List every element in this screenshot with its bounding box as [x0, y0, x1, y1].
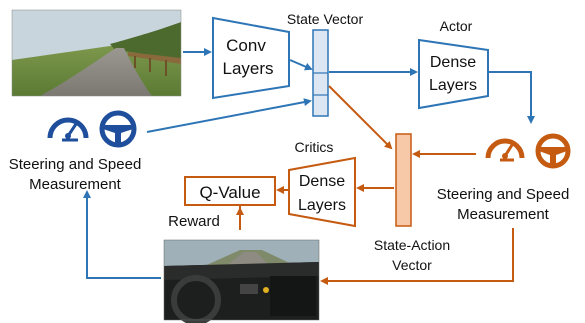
road-photo [11, 9, 182, 97]
state-action-label-line2: Vector [392, 257, 432, 273]
state-action-label-line1: State-Action [374, 237, 450, 253]
state-action-vector-bar [395, 133, 412, 227]
reward-label: Reward [168, 213, 220, 230]
speedometer-icon [47, 117, 89, 142]
speedometer-icon-right [485, 138, 525, 162]
critics-label-line1: Dense [299, 173, 345, 190]
critics-dense-block: Dense Layers [288, 156, 356, 228]
steering-wheel-icon [99, 110, 137, 148]
state-vector-label: State Vector [287, 11, 364, 27]
actor-label-line1: Dense [430, 54, 476, 71]
q-value-label: Q-Value [199, 183, 260, 202]
conv-label-line1: Conv [226, 36, 266, 55]
left-measurement-line2: Measurement [29, 176, 122, 193]
conv-layers-block: Conv Layers [212, 16, 290, 100]
right-measurement-line1: Steering and Speed [437, 186, 570, 203]
left-measurement-line1: Steering and Speed [9, 156, 142, 173]
right-measurement-line2: Measurement [457, 206, 550, 223]
conv-label-line2: Layers [222, 59, 273, 78]
actor-title: Actor [440, 18, 473, 34]
blue-connectors [83, 48, 535, 279]
critics-label-line2: Layers [298, 197, 346, 214]
cockpit-photo [163, 239, 320, 323]
steering-wheel-icon-right [535, 133, 571, 169]
q-value-box: Q-Value [184, 176, 276, 206]
state-vector-bar [312, 29, 329, 117]
critics-title: Critics [295, 139, 334, 155]
actor-label-line2: Layers [429, 77, 477, 94]
actor-dense-block: Dense Layers [418, 38, 489, 110]
